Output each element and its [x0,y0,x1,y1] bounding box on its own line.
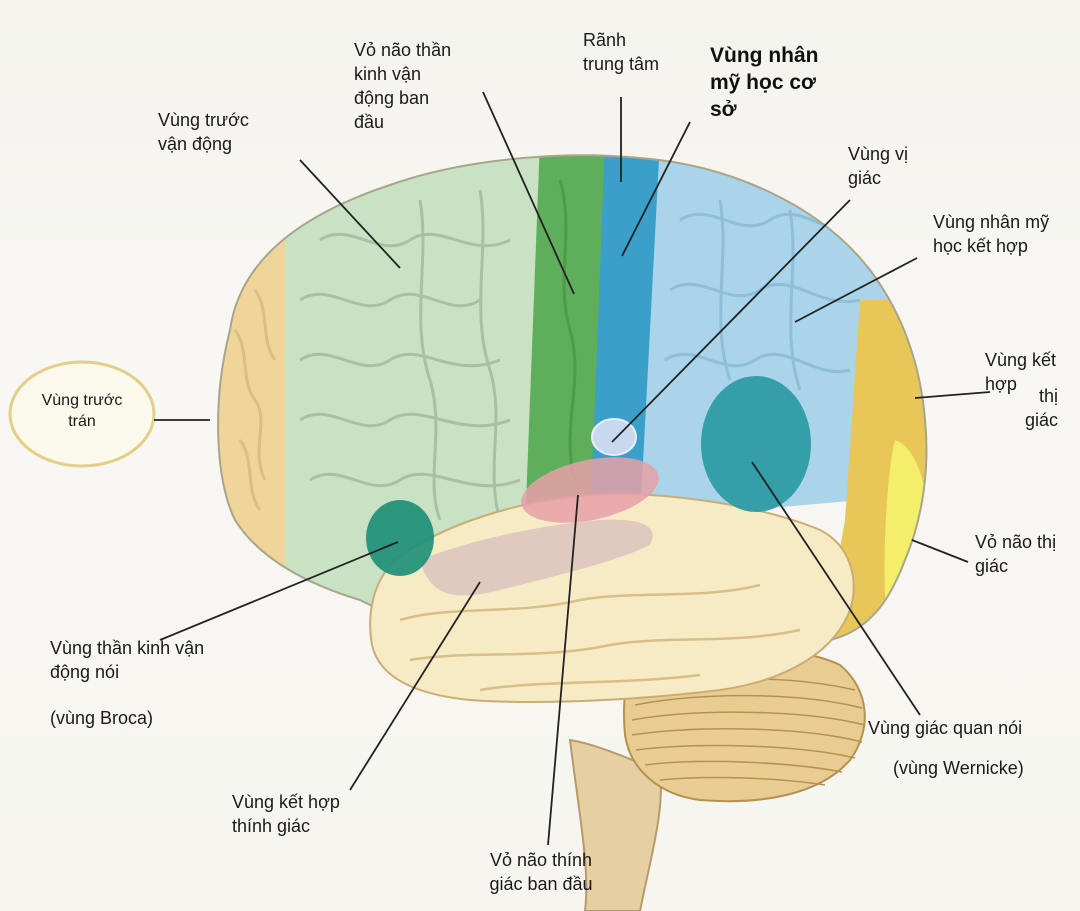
label-wernicke-2: (vùng Wernicke) [893,756,1024,780]
wernicke-area [701,376,811,512]
label-gustatory: Vùng vị giác [848,142,908,190]
broca-area [366,500,434,576]
label-somatosensory-association: Vùng nhân mỹ học kết hợp [933,210,1049,258]
label-primary-somatosensory: Vùng nhân mỹ học cơ sở [710,42,819,123]
label-primary-auditory: Vỏ não thính giác ban đầu [456,848,626,896]
label-visual-association-2: thị giác [1025,384,1058,432]
label-prefrontal: Vùng trước trán [22,390,142,432]
label-primary-motor: Vỏ não thần kinh vận động ban đầu [354,38,451,134]
label-wernicke: Vùng giác quan nói [868,716,1022,740]
label-auditory-association: Vùng kết hợp thính giác [232,790,340,838]
label-premotor: Vùng trước vận động [158,108,249,156]
label-visual-cortex: Vỏ não thị giác [975,530,1056,578]
label-broca: Vùng thần kinh vận động nói [50,636,204,684]
label-broca-2: (vùng Broca) [50,706,153,730]
label-central-sulcus: Rãnh trung tâm [583,28,659,76]
